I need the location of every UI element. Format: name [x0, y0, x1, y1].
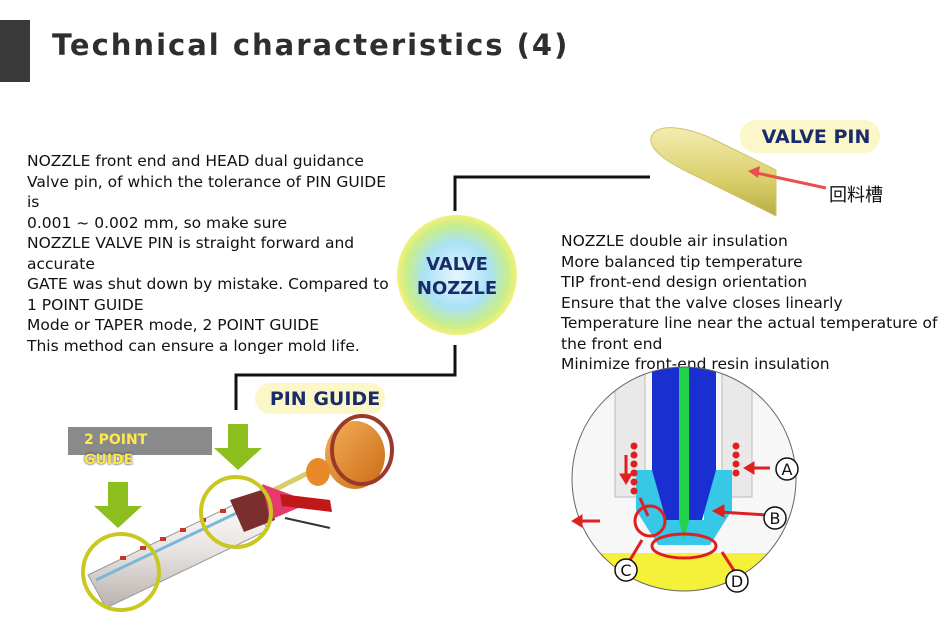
- left-line: Mode or TAPER mode, 2 POINT GUIDE: [27, 316, 320, 334]
- badge-line2: NOZZLE: [417, 278, 497, 299]
- tip-cross-section: A B C D: [571, 366, 799, 593]
- left-line: This method can ensure a longer mold lif…: [27, 336, 360, 355]
- left-line: Valve pin, of which the tolerance of PIN…: [27, 172, 387, 212]
- marker-c-circle: [614, 558, 638, 582]
- highlight-d: [650, 532, 718, 560]
- barrel-channel: [95, 507, 246, 582]
- green-arrow-down: [214, 424, 262, 470]
- wire: [284, 517, 331, 529]
- valve-pin-illustration: VALVE PIN: [650, 120, 880, 217]
- pin-guide-label-group: PIN GUIDE: [255, 383, 385, 414]
- right-line: Minimize front-end resin insulation: [561, 355, 830, 373]
- flange-ring: [330, 414, 394, 486]
- pin-guide-label-bg: [255, 383, 385, 414]
- guide-highlight-head: [199, 475, 273, 549]
- valve-pin-body: [650, 127, 777, 217]
- right-line: More balanced tip temperature: [561, 252, 803, 271]
- valve-nozzle-badge: VALVE NOZZLE: [397, 215, 517, 335]
- right-line: Temperature line near the actual tempera…: [561, 314, 938, 353]
- marker-b-circle: [763, 506, 787, 530]
- flange-neck: [306, 458, 330, 486]
- right-line: TIP front-end design orientation: [561, 273, 808, 291]
- groove-arrow-head: [748, 166, 760, 178]
- right-line: NOZZLE double air insulation: [561, 232, 788, 250]
- marker-a-circle: [775, 457, 799, 481]
- right-description: NOZZLE double air insulation More balanc…: [561, 231, 946, 375]
- pin-guide-label: PIN GUIDE: [270, 388, 380, 410]
- right-line: Ensure that the valve closes linearly: [561, 293, 843, 312]
- two-point-guide-label-bg: [68, 427, 212, 455]
- green-arrow-down: [94, 482, 142, 528]
- groove-arrow: [751, 170, 827, 190]
- left-line: NOZZLE front end and HEAD dual guidance: [27, 152, 364, 170]
- left-description: NOZZLE front end and HEAD dual guidance …: [27, 151, 397, 356]
- red-tube: [280, 494, 332, 512]
- head-collar: [230, 488, 275, 532]
- connector-to-valve-pin: [453, 175, 650, 211]
- connector-to-pin-guide: [234, 345, 457, 410]
- marker-c: C: [620, 561, 631, 580]
- guide-highlight-front: [81, 532, 161, 612]
- page-title: Technical characteristics (4): [52, 28, 570, 62]
- two-point-line2: GUIDE: [84, 452, 134, 468]
- groove-label: 回料槽: [829, 185, 883, 206]
- connector-lines: [234, 175, 650, 410]
- title-accent-bar: [0, 20, 30, 82]
- marker-d-circle: [725, 569, 749, 593]
- badge-line1: VALVE: [426, 254, 488, 275]
- nozzle-assembly-illustration: [81, 414, 394, 612]
- valve-pin-section: [679, 367, 689, 520]
- two-point-line1: 2 POINT: [84, 432, 148, 448]
- left-line: 0.001 ~ 0.002 mm, so make sure: [27, 213, 288, 232]
- valve-pin-label-bg: [740, 120, 880, 153]
- two-point-guide-label: 2 POINT GUIDE: [84, 430, 147, 470]
- highlight-c: [633, 504, 667, 538]
- valve-pin-label: VALVE PIN: [762, 126, 871, 148]
- marker-a: A: [782, 460, 793, 479]
- left-line: NOZZLE VALVE PIN is straight forward and…: [27, 234, 355, 273]
- marker-d: D: [731, 572, 743, 591]
- left-line: GATE was shut down by mistake. Compared …: [27, 275, 389, 314]
- heater-dots: [630, 442, 740, 495]
- marker-b: B: [770, 509, 781, 528]
